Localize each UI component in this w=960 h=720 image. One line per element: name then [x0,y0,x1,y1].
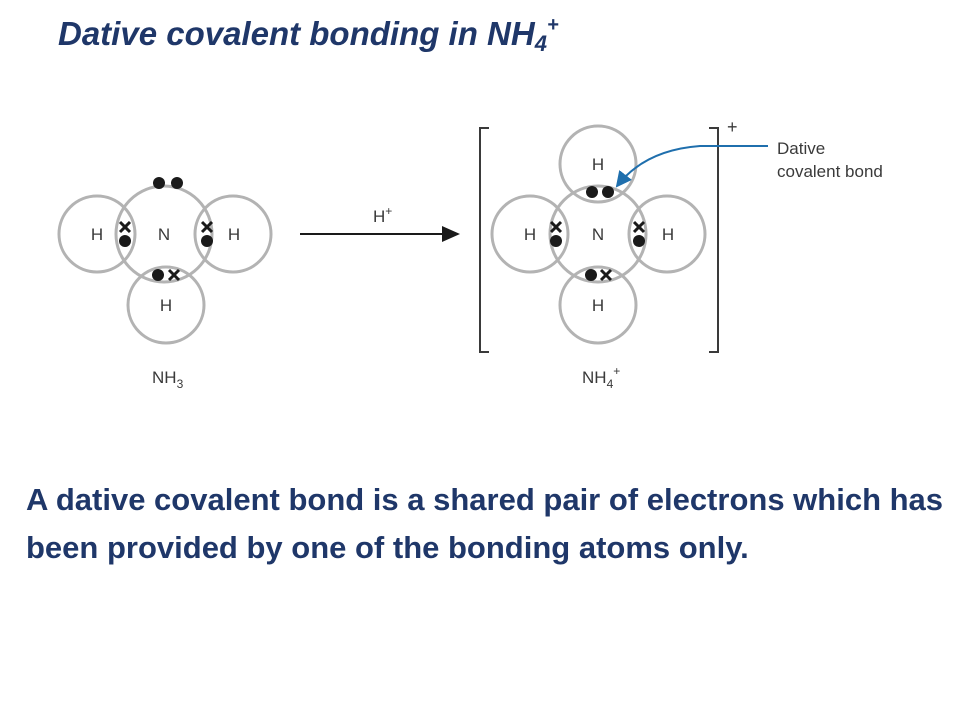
nh4-dative-electron [602,186,614,198]
slide-title: Dative covalent bonding in NH4+ [58,14,559,57]
nh3-bond-electron [119,235,131,247]
nh3-n-label: N [158,225,170,244]
nh4-charge: + [727,117,738,137]
title-subscript: 4 [534,31,547,56]
nh4-bond-electron [633,235,645,247]
nh3-h-right-label: H [228,225,240,244]
nh3-lone-pair-electron [171,177,183,189]
nh4-h-right-shell [627,194,707,274]
electron-cross-icon [200,220,214,234]
nh3-h-left-shell [57,194,137,274]
nh4-h-bottom-shell [558,265,638,345]
nh4-n-shell [548,184,648,284]
nh4-h-left-label: H [524,225,536,244]
dative-annotation: Dative covalent bond [615,139,883,188]
electron-cross-icon [599,268,613,282]
nh3-lone-pair-electron [153,177,165,189]
nh3-h-bottom-label: H [160,296,172,315]
nh3-h-bottom-shell [126,265,206,345]
nh3-bond-electron [201,235,213,247]
nh3-h-left-label: H [91,225,103,244]
nh4-caption: NH4+ [582,364,620,391]
right-bracket [709,127,719,353]
nh3-h-right-shell [193,194,273,274]
annotation-arrow [615,145,768,188]
nh4-h-top-shell [558,124,638,204]
nh3-caption: NH3 [152,368,184,391]
electron-cross-icon [167,268,181,282]
electron-cross-icon [549,220,563,234]
nh4-h-top-label: H [592,155,604,174]
reaction-arrow: H+ [300,204,460,242]
nh4-n-label: N [592,225,604,244]
definition-text: A dative covalent bond is a shared pair … [26,482,944,565]
nh4-ion: + N H H H H NH4+ [479,117,738,391]
electron-cross-icon [118,220,132,234]
title-superscript: + [546,14,559,36]
nh3-molecule: N H H H NH3 [57,177,273,391]
reagent-label: H+ [373,204,392,226]
nh4-h-left-shell [490,194,570,274]
electron-cross-icon [632,220,646,234]
nh4-bond-electron [550,235,562,247]
annotation-line-1: Dative [777,139,825,158]
annotation-line-2: covalent bond [777,162,883,181]
nh4-bond-electron [585,269,597,281]
nh3-bond-electron [152,269,164,281]
nh4-h-bottom-label: H [592,296,604,315]
nh4-dative-electron [586,186,598,198]
left-bracket [479,127,489,353]
nh4-h-right-label: H [662,225,674,244]
title-text: Dative covalent bonding in NH [58,15,535,52]
